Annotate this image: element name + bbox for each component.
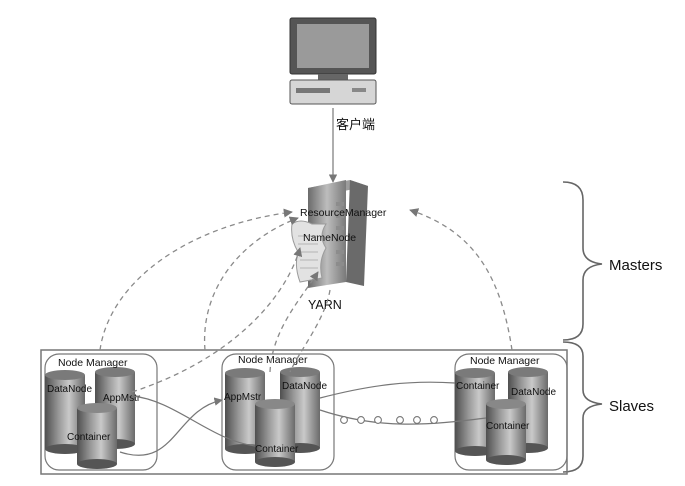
node3-to-rm-dashed-arrow [409,208,513,351]
node2-container-server-icon [255,399,295,467]
namenode-document-icon [291,220,327,283]
node1-appmaster-to-rm-dashed-arrow [131,247,303,393]
client-label: 客户端 [336,117,375,132]
node2-to-node3-lower-line [319,409,487,425]
node2-appmaster-label: AppMstr [224,392,262,403]
node3-title: Node Manager [470,355,540,367]
node2-to-node3-upper-line [319,381,456,399]
slaves-label: Slaves [609,398,654,415]
yarn-label: YARN [308,298,342,312]
node2-datanode-label: DataNode [282,381,327,392]
more-nodes-ellipsis [340,416,438,424]
node3-container-label-b: Container [486,421,530,432]
node1-container-server-icon [77,403,117,469]
node3-container-server-icon-b [486,399,526,465]
rm-to-node2-dashed-line [289,289,331,373]
client-computer-icon [289,17,377,105]
node1-datanode-label: DataNode [47,384,92,395]
node1-to-node2-solid-arrow [119,397,223,456]
node1-appmaster-to-node2-container-line [131,395,256,447]
node-manager-box-2 [221,353,335,471]
node1-to-rm-dashed-arrow [99,208,293,351]
node1-title: Node Manager [58,357,128,369]
node2-appmaster-to-rm-dashed-arrow [269,271,319,373]
masters-brace [562,181,603,341]
node2-to-rm-dashed-arrow [203,216,299,351]
node3-container-label-a: Container [456,381,500,392]
resourcemanager-label: ResourceManager [300,207,387,219]
node3-datanode-label: DataNode [511,387,556,398]
node1-appmaster-label: AppMstr [103,393,141,404]
node2-container-label: Container [255,444,299,455]
namenode-label: NameNode [303,232,356,244]
masters-label: Masters [609,257,662,274]
node2-title: Node Manager [238,354,308,366]
slaves-brace [562,341,603,473]
node1-container-label: Container [67,432,111,443]
